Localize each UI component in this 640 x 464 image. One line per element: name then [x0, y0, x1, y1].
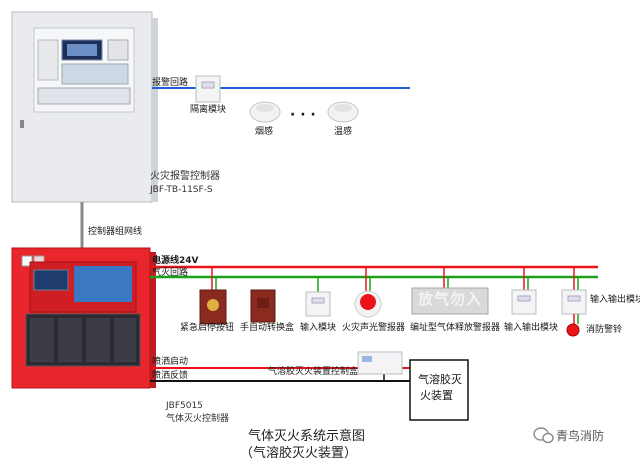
power-line-label: 电源线24V: [152, 256, 199, 266]
gas-loop-label: 气灭回路: [152, 268, 189, 278]
brand-name: 青鸟消防: [556, 429, 605, 443]
spray-start-label: 喷洒启动: [152, 357, 189, 367]
detector-ellipsis: · · ·: [290, 107, 316, 123]
aerosol-device-line1: 气溶胶灭: [418, 373, 462, 386]
gas-extinguishing-controller: [11, 247, 156, 389]
aerosol-controller-label: 气溶胶灭火装置控制盒: [268, 367, 359, 377]
spray-feedback-label: 喷洒反馈: [152, 371, 189, 381]
alarm-loop-label: 报警回路: [152, 78, 189, 88]
sound-light-alarm-label: 火灾声光警报器: [342, 323, 406, 333]
gas-controller-model: JBF5015: [166, 401, 203, 411]
heat-detector-label: 温感: [334, 127, 353, 137]
fire-bell-icon: [566, 323, 580, 337]
io-module-1-label: 输入输出模块: [504, 323, 559, 333]
input-module-icon: [305, 291, 331, 317]
fire-bell-label: 消防警铃: [586, 325, 623, 335]
io-module-2-icon: [561, 289, 587, 315]
emergency-button-icon: [199, 289, 227, 325]
caption-subtitle: （气溶胶灭火装置）: [240, 446, 358, 461]
gas-release-sign-text: 放气勿入: [418, 290, 483, 308]
emergency-button-label: 紧急启停按钮: [180, 323, 235, 333]
gas-release-indicator-label: 编址型气体释放警报器: [410, 323, 501, 333]
smoke-detector-icon: [249, 101, 281, 123]
isolation-module-label: 隔离模块: [190, 105, 227, 115]
sound-light-alarm-icon: [354, 290, 382, 318]
caption-title: 气体灭火系统示意图: [248, 429, 366, 444]
input-module-label: 输入模块: [300, 323, 337, 333]
gas-release-indicator-icon: [411, 287, 489, 315]
wechat-icon: [533, 427, 554, 444]
gas-controller-name: 气体灭火控制器: [166, 414, 230, 424]
heat-detector-icon: [327, 101, 359, 123]
fire-alarm-controller: [11, 11, 158, 203]
fire-alarm-controller-name: 火灾报警控制器: [150, 171, 220, 182]
network-label: 控制器组网线: [88, 227, 143, 237]
aerosol-device-line2: 火装置: [420, 389, 453, 402]
manual-auto-box-label: 手自动转换盒: [240, 323, 295, 333]
io-module-1-icon: [511, 289, 537, 315]
aerosol-device-box: [409, 359, 469, 421]
io-module-2-label: 输入输出模块: [590, 295, 640, 305]
fire-alarm-controller-model: JBF-TB-11SF-S: [150, 185, 213, 195]
manual-auto-box-icon: [250, 289, 276, 323]
smoke-detector-label: 烟感: [255, 127, 274, 137]
aerosol-controller-icon: [357, 351, 403, 375]
isolation-module-icon: [195, 75, 221, 103]
device-drop-wires: [211, 267, 579, 292]
